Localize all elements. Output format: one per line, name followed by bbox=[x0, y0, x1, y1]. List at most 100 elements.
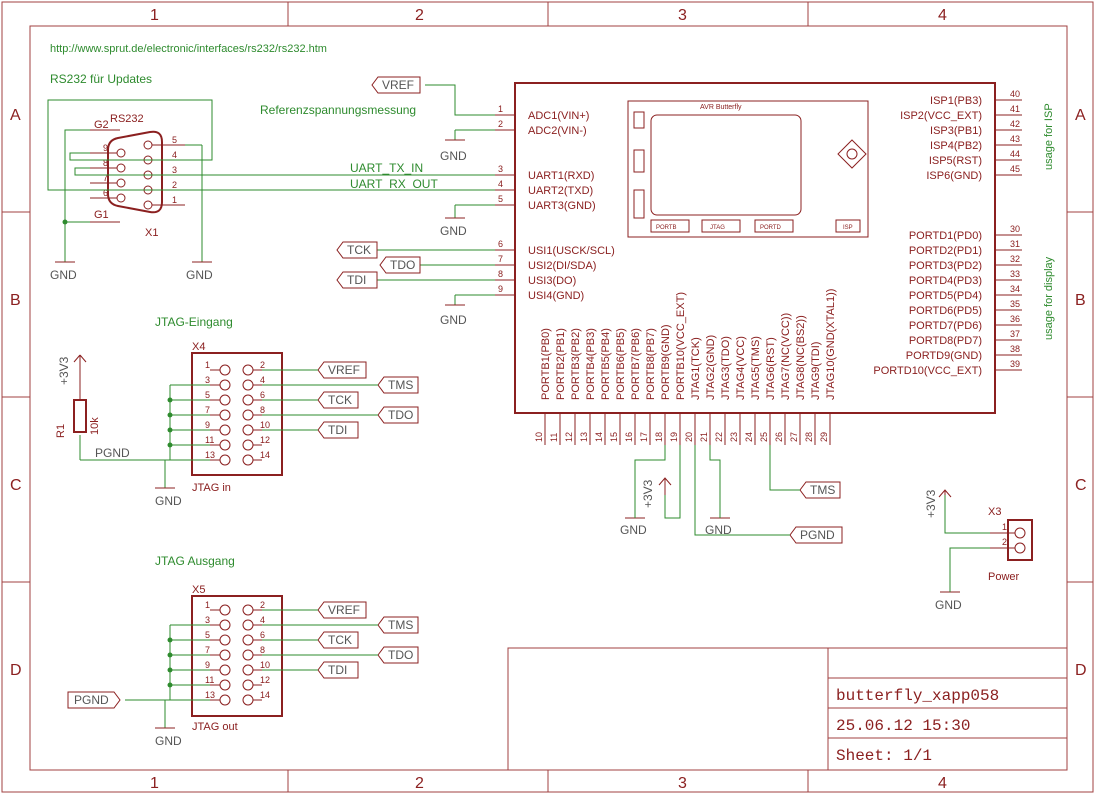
v3v3-label-r1: +3V3 bbox=[57, 356, 71, 385]
x4-pin-num-6: 6 bbox=[260, 390, 265, 400]
pgnd-net-label: PGND bbox=[95, 446, 130, 460]
frame-col-bottom-3: 3 bbox=[678, 775, 687, 792]
flag-text-tck-6: TCK bbox=[328, 393, 352, 407]
x4-pin-num-7: 7 bbox=[205, 405, 210, 415]
x4-name: JTAG in bbox=[192, 482, 231, 494]
bf-bottom-pin-num-16: 16 bbox=[624, 432, 634, 442]
jtag-out-title: JTAG Ausgang bbox=[155, 554, 235, 568]
bf-isp-pin-name-43: ISP4(PB2) bbox=[930, 140, 982, 152]
flag-text-pgnd-15: PGND bbox=[800, 528, 835, 542]
x5-pin-num-5: 5 bbox=[205, 630, 210, 640]
bf-bottom-pin-name-25: JTAG6(RST) bbox=[765, 337, 777, 400]
rs232-pin-1: 1 bbox=[172, 195, 177, 205]
uart-rx-net-label: UART_RX_OUT bbox=[350, 177, 438, 191]
v3v3-label-power: +3V3 bbox=[924, 489, 938, 518]
frame-col-bottom-4: 4 bbox=[938, 775, 947, 792]
bf-portd-pin-name-32: PORTD3(PD2) bbox=[909, 260, 982, 272]
bf-bottom-pin-num-24: 24 bbox=[744, 432, 754, 442]
bf-bottom-pin-num-13: 13 bbox=[579, 432, 589, 442]
gnd-label-9: GND bbox=[705, 523, 732, 537]
bf-bottom-pin-name-24: JTAG5(TMS) bbox=[750, 336, 762, 400]
x5-pin-num-14: 14 bbox=[260, 690, 270, 700]
x5-pad-6 bbox=[242, 634, 254, 646]
rs232-wires bbox=[47, 99, 495, 262]
bf-bottom-pin-num-25: 25 bbox=[759, 432, 769, 442]
gnd-label-2: GND bbox=[186, 268, 213, 282]
rs232-g2: G2 bbox=[94, 119, 109, 131]
bf-bottom-pin-num-19: 19 bbox=[669, 432, 679, 442]
usage-display-note: usage for display bbox=[1043, 256, 1055, 340]
flag-text-vref-0: VREF bbox=[382, 78, 414, 92]
jtag-out-header bbox=[191, 595, 283, 717]
x4-pin-num-9: 9 bbox=[205, 420, 210, 430]
x4-pin-num-12: 12 bbox=[260, 435, 270, 445]
flag-tdo-12 bbox=[377, 646, 419, 664]
bf-portd-pin-name-36: PORTD7(PD6) bbox=[909, 320, 982, 332]
flag-text-tdo-2: TDO bbox=[390, 258, 415, 272]
flag-text-tms-14: TMS bbox=[810, 483, 835, 497]
flag-text-tms-5: TMS bbox=[388, 378, 413, 392]
butterfly-bottom-pins: 10PORTB1(PB0)11PORTB2(PB1)12PORTB3(PB2)1… bbox=[534, 289, 837, 445]
bf-isp-pin-num-45: 45 bbox=[1010, 164, 1020, 174]
bf-left-pin-num-9: 9 bbox=[498, 284, 503, 294]
x5-pad-13 bbox=[219, 694, 231, 706]
net-flag-labels: VREFTCKTDOTDIVREFTMSTCKTDOTDIVREFTMSTCKT… bbox=[67, 76, 843, 709]
bf-bottom-pin-num-15: 15 bbox=[609, 432, 619, 442]
bf-left-pin-num-8: 8 bbox=[498, 269, 503, 279]
rs232-pin-9: 9 bbox=[103, 143, 108, 153]
x5-pad-3 bbox=[219, 619, 231, 631]
bf-left-pin-num-4: 4 bbox=[498, 179, 503, 189]
bf-left-pin-num-3: 3 bbox=[498, 164, 503, 174]
uart-tx-net-label: UART_TX_IN bbox=[350, 161, 423, 175]
butterfly-title: AVR Butterfly bbox=[700, 104, 742, 111]
r1-ref: R1 bbox=[55, 424, 67, 438]
frame-row-left-C: C bbox=[10, 477, 22, 494]
bf-bottom-pin-name-21: JTAG2(GND) bbox=[705, 335, 717, 400]
x3-ref: X3 bbox=[988, 506, 1001, 518]
gnd-label-4: GND bbox=[440, 224, 467, 238]
x5-pad-14 bbox=[242, 694, 254, 706]
bf-portd-pin-num-31: 31 bbox=[1010, 239, 1020, 249]
rs232-pin-4: 4 bbox=[172, 150, 177, 160]
x4-pad-11 bbox=[219, 439, 231, 451]
board-label-portd: PORTD bbox=[760, 225, 782, 231]
bf-portd-pin-num-37: 37 bbox=[1010, 329, 1020, 339]
bf-bottom-pin-num-12: 12 bbox=[564, 432, 574, 442]
flag-text-tms-10: TMS bbox=[388, 618, 413, 632]
frame-col-bottom-1: 1 bbox=[150, 775, 159, 792]
bf-bottom-pin-name-12: PORTB3(PB2) bbox=[570, 328, 582, 400]
bf-bottom-pin-num-14: 14 bbox=[594, 432, 604, 442]
bf-left-pin-name-3: UART1(RXD) bbox=[528, 170, 594, 182]
x5-pin-num-12: 12 bbox=[260, 675, 270, 685]
x5-pin-num-4: 4 bbox=[260, 615, 265, 625]
bf-isp-pin-num-40: 40 bbox=[1010, 89, 1020, 99]
jtag-in-title: JTAG-Eingang bbox=[155, 315, 233, 329]
bf-portd-pin-name-31: PORTD2(PD1) bbox=[909, 245, 982, 257]
bf-bottom-pin-name-28: JTAG9(TDI) bbox=[810, 342, 822, 400]
rs232-pin-8: 8 bbox=[103, 158, 108, 168]
bf-portd-pin-num-34: 34 bbox=[1010, 284, 1020, 294]
board-label-portb: PORTB bbox=[656, 225, 677, 231]
r1-value: 10k bbox=[89, 417, 101, 435]
bf-isp-pin-name-41: ISP2(VCC_EXT) bbox=[900, 110, 982, 122]
bf-bottom-pin-name-15: PORTB6(PB5) bbox=[615, 328, 627, 400]
flag-tck-11 bbox=[317, 631, 359, 649]
x4-pad-7 bbox=[219, 409, 231, 421]
x5-ref: X5 bbox=[192, 584, 205, 596]
rs232-name: RS232 bbox=[110, 113, 144, 125]
bf-portd-pin-num-30: 30 bbox=[1010, 224, 1020, 234]
bf-portd-pin-num-33: 33 bbox=[1010, 269, 1020, 279]
v3v3-arrow-bottom bbox=[658, 477, 672, 495]
x5-pin-num-6: 6 bbox=[260, 630, 265, 640]
x4-pad-3 bbox=[219, 379, 231, 391]
x4-pad-9 bbox=[219, 424, 231, 436]
x4-pin-num-3: 3 bbox=[205, 375, 210, 385]
frame-col-top-4: 4 bbox=[938, 7, 947, 24]
